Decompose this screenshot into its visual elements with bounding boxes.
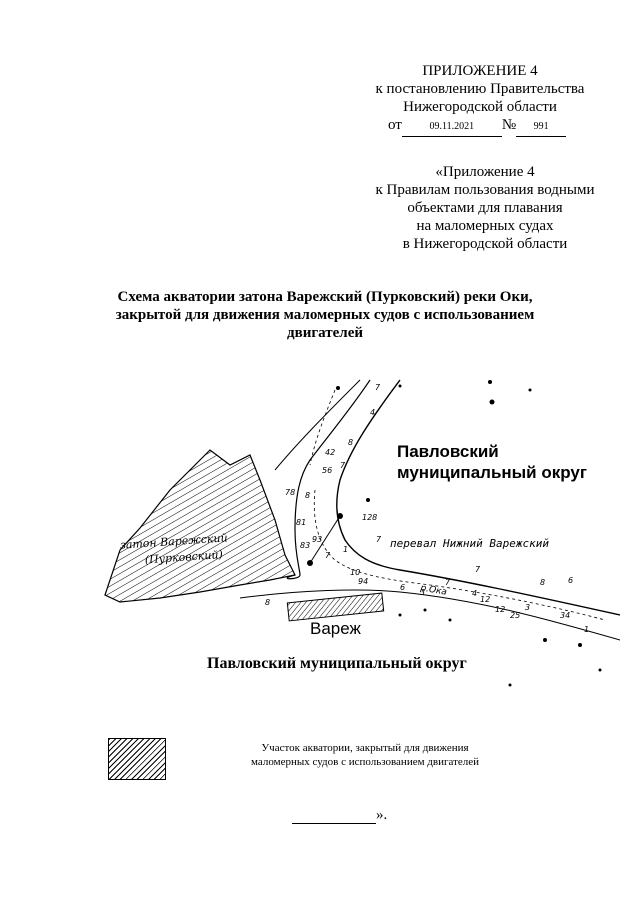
depth-label: 3 — [420, 588, 425, 597]
depth-label: 1 — [343, 545, 348, 554]
appendix-title: ПРИЛОЖЕНИЕ 4 — [422, 63, 538, 79]
appendix-line-2: к постановлению Правительства — [375, 81, 585, 97]
zaton-label-line-2: (Пурковский) — [144, 548, 223, 566]
river-channel-2 — [309, 389, 336, 466]
footer-blank-line — [292, 809, 376, 824]
closed-area — [104, 449, 296, 603]
district-top: Павловский муниципальный округ — [397, 441, 597, 483]
quote-line-5: в Нижегородской области — [402, 236, 568, 252]
number-prefix: № — [501, 117, 517, 133]
district-top-line-1: Павловский — [397, 442, 499, 461]
depth-label: 8 — [265, 598, 270, 607]
depth-label: 10 — [350, 568, 360, 577]
date-value: 09.11.2021 — [401, 118, 502, 137]
depth-label: 1 — [584, 625, 589, 634]
river-bank-south — [239, 589, 620, 641]
village-block — [286, 592, 385, 622]
appendix-header: ПРИЛОЖЕНИЕ 4 к постановлению Правительст… — [360, 62, 600, 137]
river-label: р.Ока — [419, 583, 448, 598]
depth-label: 94 — [358, 577, 368, 586]
depth-label: 7 — [375, 383, 381, 392]
legend-line-2: маломерных судов с использованием двигат… — [250, 756, 480, 768]
quote-line-4: на маломерных судах — [416, 218, 554, 234]
depth-label: 7 — [340, 461, 346, 470]
quote-line-2: к Правилам пользования водными — [375, 182, 595, 198]
depth-label: 83 — [300, 541, 310, 550]
depth-label: 4 — [370, 408, 375, 417]
depth-label: 6 — [568, 576, 573, 585]
depth-label: 12 — [495, 605, 505, 614]
depth-label: 8 — [348, 438, 353, 447]
depth-label: 7 — [376, 535, 382, 544]
number-value: 991 — [516, 118, 567, 137]
title-line-1: Схема акватории затона Варежский (Пурков… — [117, 289, 533, 305]
depth-label: 81 — [296, 518, 306, 527]
quote-line-1: «Приложение 4 — [435, 164, 535, 180]
depth-label: 7 — [445, 578, 451, 587]
depth-label: 42 — [325, 448, 335, 457]
depth-label: 7 — [475, 565, 481, 574]
depth-label: 34 — [560, 611, 570, 620]
date-prefix: от — [388, 117, 402, 133]
depth-label: 8 — [305, 491, 310, 500]
pass-label: перевал Нижний Варежский — [390, 537, 549, 550]
depth-label: 4 — [472, 589, 477, 598]
river-bank-inner — [336, 379, 620, 616]
depth-label: 8 — [540, 578, 545, 587]
depth-label: 3 — [525, 603, 530, 612]
footer-closing: ». — [292, 806, 387, 824]
river-channel — [313, 489, 606, 621]
village-label: Вареж — [310, 619, 362, 638]
legend-text: Участок акватории, закрытый для движения… — [220, 741, 510, 769]
legend-swatch — [108, 738, 166, 780]
quote-line-3: объектами для плавания — [407, 200, 563, 216]
district-top-line-2: муниципальный округ — [397, 463, 587, 482]
district-bottom: Павловский муниципальный округ — [207, 655, 467, 672]
depth-label: 12 — [480, 595, 490, 604]
depth-label: 7 — [325, 551, 331, 560]
appendix-line-3: Нижегородской области — [403, 99, 557, 115]
legend-line-1: Участок акватории, закрытый для движения — [261, 742, 469, 754]
title-line-2: закрытой для движения маломерных судов с… — [115, 307, 535, 323]
river-bank-west — [274, 379, 361, 471]
depth-label: 128 — [362, 513, 377, 522]
depth-label: 78 — [285, 488, 295, 497]
depth-labels: 7 4 8 42 56 7 78 8 81 83 7 93 128 7 1 10… — [265, 383, 589, 634]
document-title: Схема акватории затона Варежский (Пурков… — [80, 288, 570, 342]
depth-label: 6 — [400, 583, 405, 592]
zaton-map: 7 4 8 42 56 7 78 8 81 83 7 93 128 7 1 10… — [104, 379, 620, 687]
footer-closing-mark: ». — [376, 807, 388, 823]
depth-label: 93 — [312, 535, 322, 544]
title-line-3: двигателей — [287, 325, 363, 341]
map-dots — [307, 380, 602, 687]
quote-block: «Приложение 4 к Правилам пользования вод… — [360, 163, 610, 253]
river-bank-outer — [286, 379, 371, 580]
depth-label: 25 — [510, 611, 520, 620]
depth-label: 56 — [322, 466, 332, 475]
